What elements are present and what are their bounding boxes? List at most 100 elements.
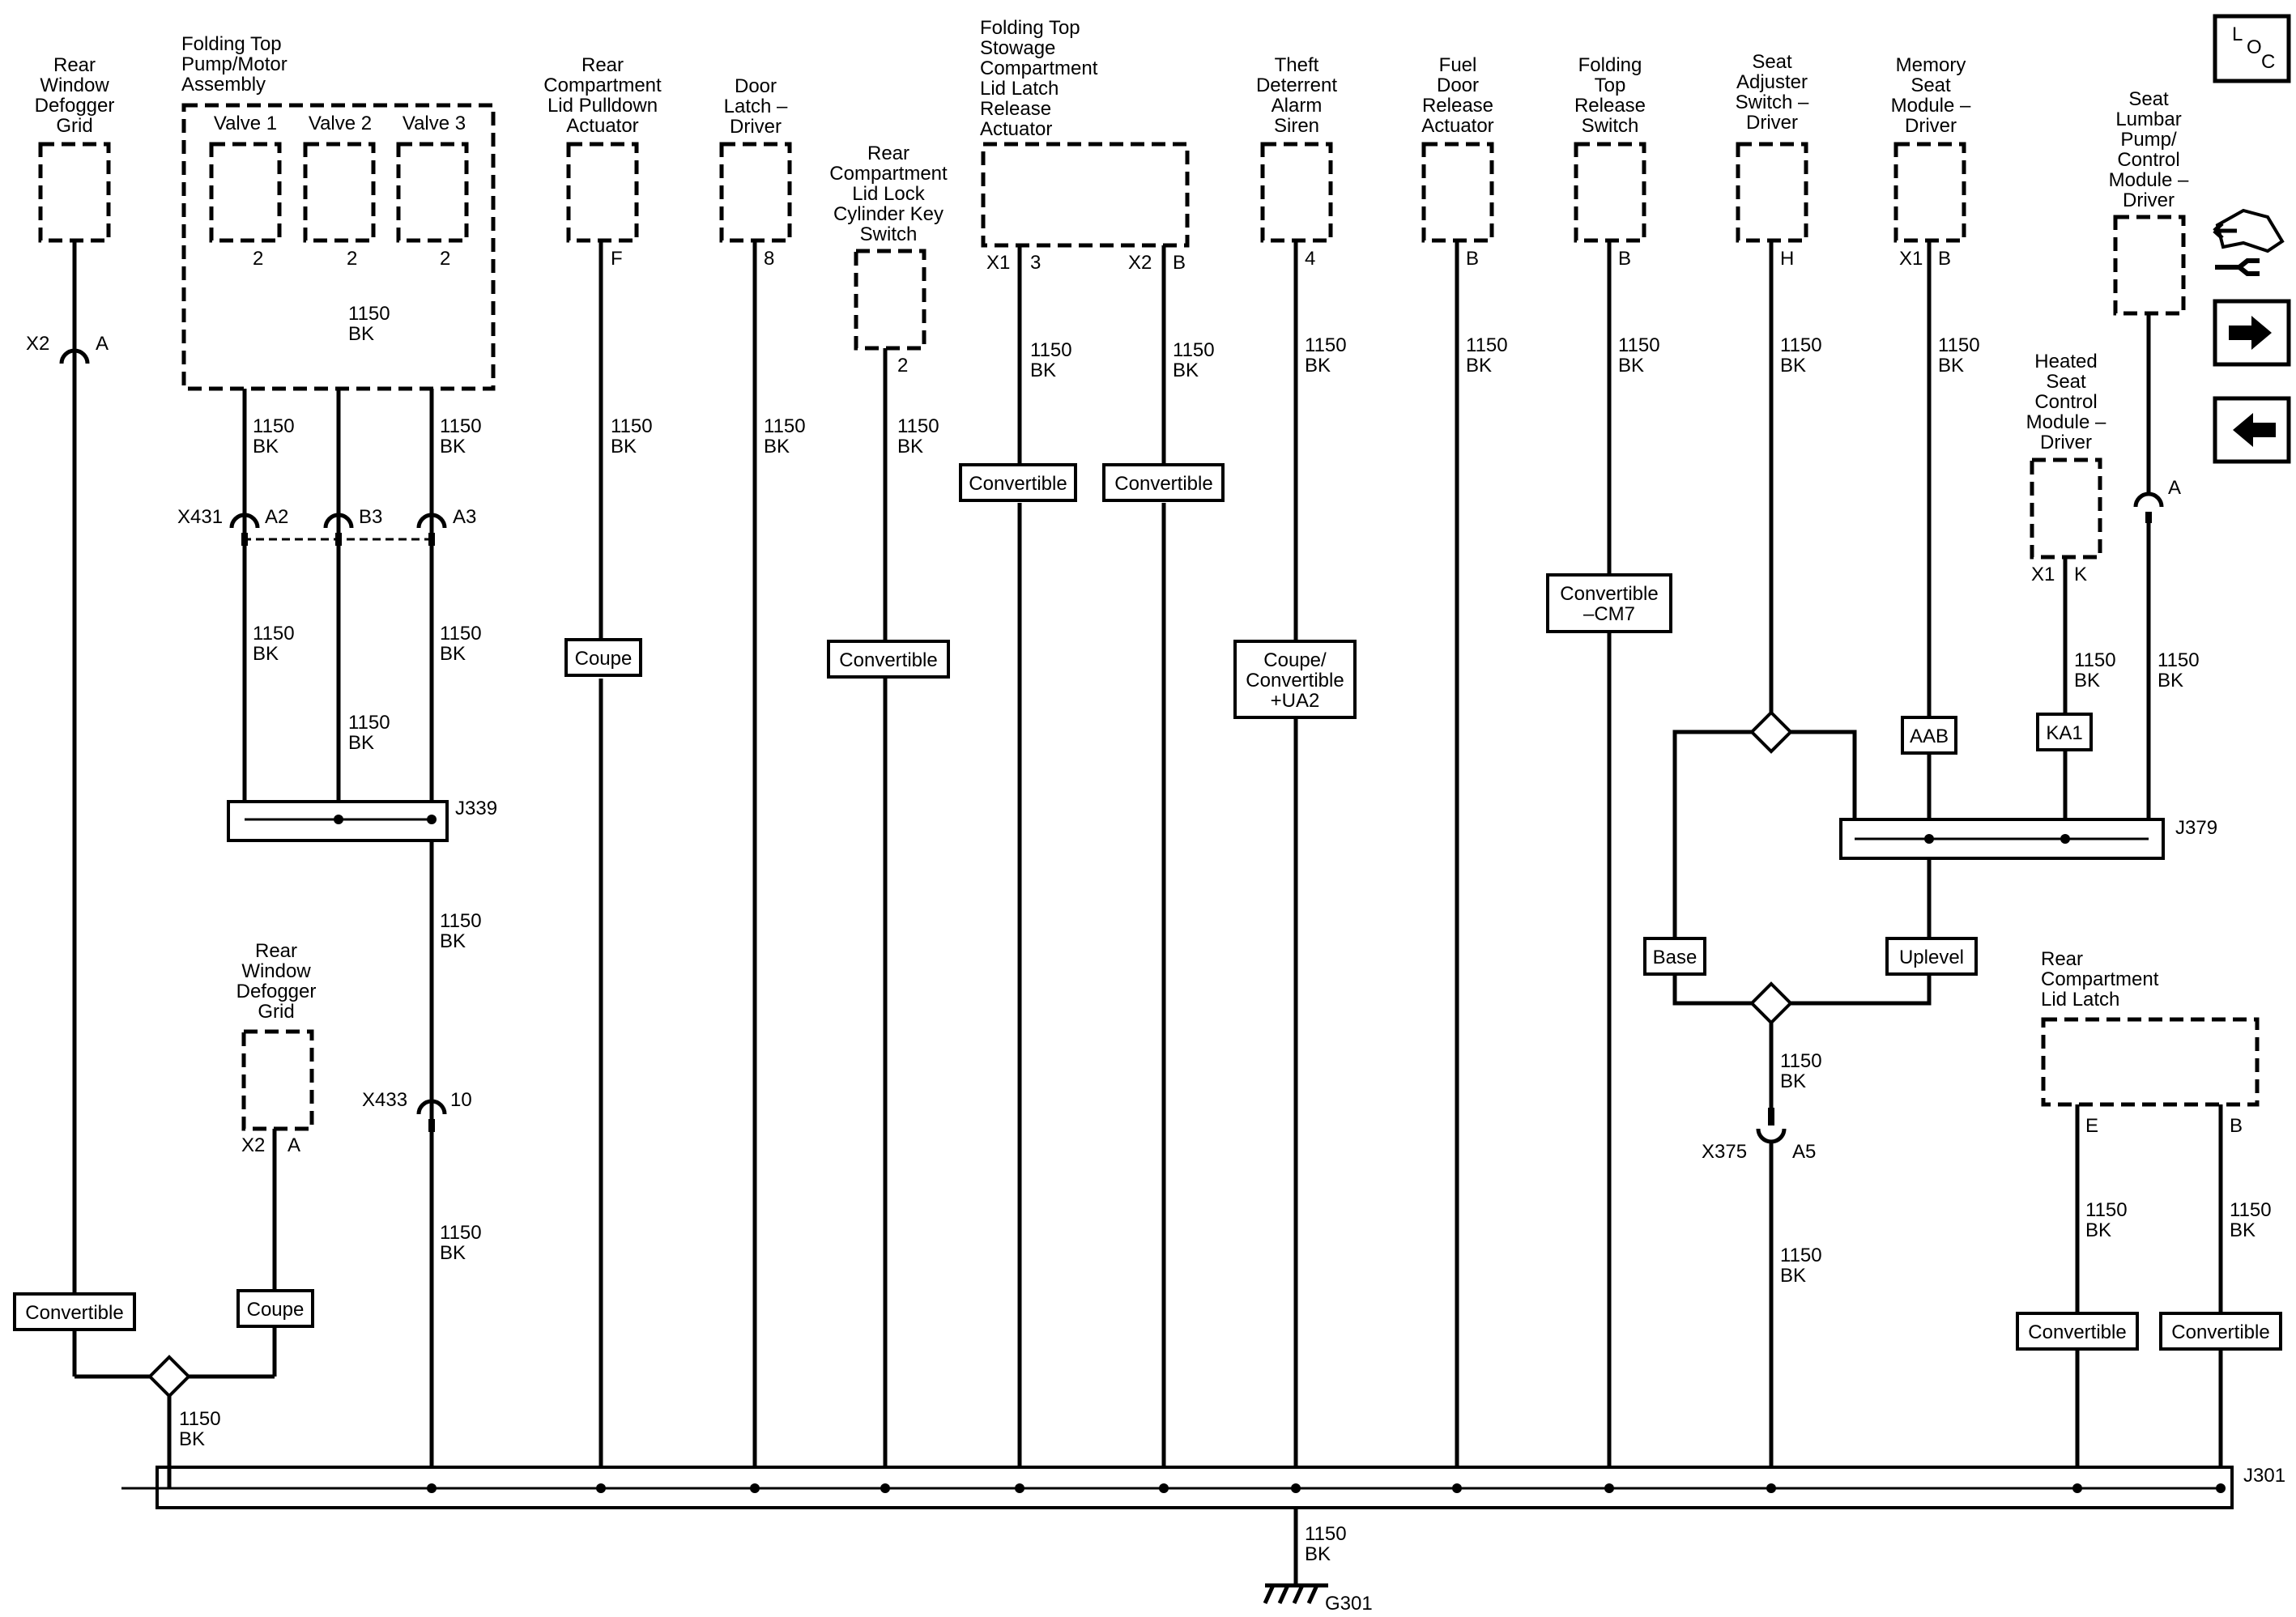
wire-color-code: BK (2074, 670, 2100, 691)
option-convertible-defogger: Convertible (13, 1292, 136, 1331)
valve2-box (303, 142, 376, 243)
ftr-switch-box[interactable] (1574, 142, 1646, 243)
seat-adj-box[interactable] (1736, 142, 1808, 243)
option-uplevel: Uplevel (1885, 937, 1978, 976)
pin-label: X1 (2031, 564, 2055, 585)
pin-label: 3 (1030, 252, 1041, 274)
pin-label: X1 (1899, 248, 1923, 270)
wire-circuit-number: 1150 (897, 415, 939, 437)
valve1-label: Valve 1 (214, 113, 277, 134)
wire-color-code: BK (440, 1242, 466, 1264)
pin-label: A (288, 1134, 300, 1156)
option-ka1: KA1 (2036, 713, 2093, 751)
lumbar-box[interactable] (2113, 215, 2186, 316)
pin-label: 2 (347, 248, 357, 270)
wire-labels: 1150BK1150BK1150BK1150BK1150BK1150BK1150… (179, 303, 2272, 1565)
pin-label: B3 (359, 506, 382, 528)
svg-text:Convertible: Convertible (2171, 1321, 2269, 1343)
wire-color-code: BK (1780, 355, 1806, 377)
wire-color-code: BK (1780, 1070, 1806, 1092)
svg-text:Base: Base (1653, 947, 1698, 968)
connector-lumbar-a (2133, 491, 2164, 523)
heated-seat-box[interactable] (2030, 457, 2102, 560)
wire-circuit-number: 1150 (440, 415, 482, 437)
connector-label-x375: X375 (1702, 1141, 1747, 1163)
loc-letter-l: L (2232, 23, 2243, 45)
svg-text:Convertible: Convertible (2028, 1321, 2126, 1343)
wire-circuit-number: 1150 (1938, 334, 1980, 356)
wire-circuit-number: 1150 (1780, 1245, 1822, 1266)
option-aab: AAB (1901, 716, 1957, 755)
pin-label: 8 (764, 248, 774, 270)
svg-text:Coupe: Coupe (247, 1299, 305, 1321)
rcl-pulldown-box[interactable] (566, 142, 639, 243)
vehicle-service-icon[interactable] (2213, 208, 2285, 276)
rwd-bottom-box[interactable] (241, 1029, 314, 1131)
connector-x433 (416, 1099, 447, 1132)
fuel-door-box[interactable] (1421, 142, 1494, 243)
pin-label: E (2085, 1115, 2098, 1137)
component-boxes (38, 103, 2260, 1131)
pin-label: A (2168, 477, 2181, 499)
wire-color-code: BK (2085, 1219, 2111, 1241)
wire-color-code: BK (253, 436, 279, 457)
valve3-box (396, 142, 469, 243)
pin-label: A5 (1792, 1141, 1816, 1163)
wire-circuit-number: 1150 (1030, 339, 1072, 361)
option-convertible-rcl-lock: Convertible (827, 640, 950, 679)
pin-label: 2 (253, 248, 263, 270)
rcl-lock-box[interactable] (854, 249, 926, 351)
wire-color-code: BK (1305, 355, 1331, 377)
pin-label: 2 (440, 248, 450, 270)
door-latch-box[interactable] (719, 142, 792, 243)
wire-circuit-number: 1150 (348, 303, 390, 325)
memory-seat-box[interactable] (1893, 142, 1966, 243)
wire-circuit-number: 1150 (2158, 649, 2200, 671)
arrow-left-icon[interactable] (2213, 396, 2291, 464)
option-cm7-line-1: Convertible (1560, 583, 1658, 605)
connector-x2-rwd (59, 348, 90, 379)
loc-button[interactable]: L O C (2213, 14, 2291, 83)
svg-text:Convertible: Convertible (1114, 473, 1212, 495)
option-splices (147, 710, 1793, 1398)
wire-color-code: BK (764, 436, 790, 457)
pin-label: H (1780, 248, 1794, 270)
rwd-top-box[interactable] (38, 142, 111, 243)
connector-label-x433: X433 (362, 1089, 407, 1111)
wire-circuit-number: 1150 (1305, 334, 1347, 356)
theft-box[interactable] (1260, 142, 1333, 243)
splice-pack-j339: J339 (227, 798, 497, 842)
rcl-latch-box[interactable] (2041, 1017, 2260, 1107)
ftsc-box[interactable] (981, 142, 1190, 248)
svg-text:AAB: AAB (1910, 726, 1949, 747)
wire-color-code: BK (2230, 1219, 2256, 1241)
svg-text:Convertible: Convertible (839, 649, 937, 671)
wire-color-code: BK (440, 930, 466, 952)
wire-color-code: BK (897, 436, 923, 457)
wire-circuit-number: 1150 (1305, 1523, 1347, 1545)
ground-g301: G301 (1263, 1583, 1373, 1615)
option-base: Base (1643, 937, 1706, 976)
pin-label: 4 (1305, 248, 1315, 270)
option-cm7-line-2: –CM7 (1583, 603, 1635, 625)
pin-label: K (2074, 564, 2087, 585)
wire-color-code: BK (1938, 355, 1964, 377)
arrow-right-icon[interactable] (2213, 299, 2291, 367)
